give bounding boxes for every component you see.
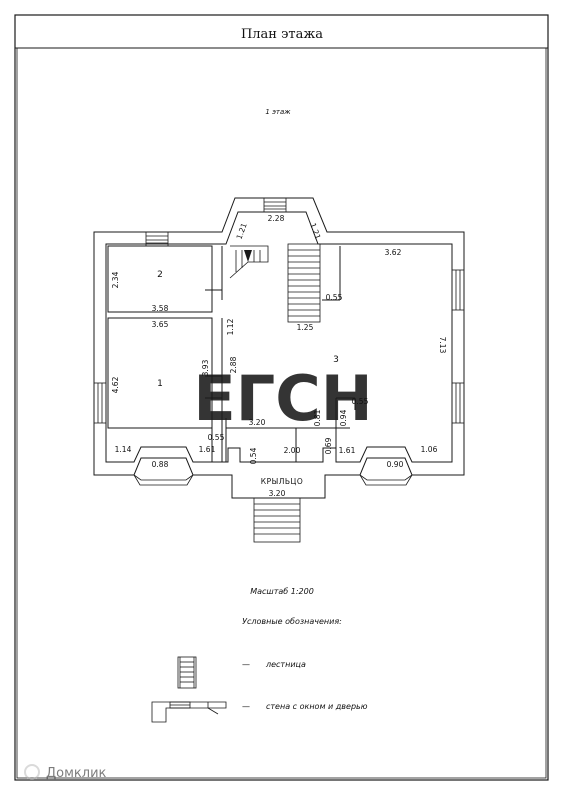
sheet-frame xyxy=(14,14,549,781)
building-plan xyxy=(93,197,465,499)
dimension-label: 3.20 xyxy=(249,418,266,427)
dimension-label: 1.12 xyxy=(226,318,235,335)
dimension-label: 0.55 xyxy=(352,397,369,406)
dimension-label: 0.55 xyxy=(326,293,343,302)
brand-logo-icon xyxy=(24,764,40,780)
room-2-stair xyxy=(145,231,169,247)
dimension-label: 2.28 xyxy=(268,214,285,223)
dimension-label: 0.54 xyxy=(249,447,258,464)
room-number-2: 2 xyxy=(157,270,163,280)
dimension-label: 0.88 xyxy=(152,460,169,469)
legend-heading: Условные обозначения: xyxy=(242,617,342,626)
main-staircase xyxy=(229,243,321,323)
dimension-label: 1.21 xyxy=(308,222,322,241)
stair-symbol-icon xyxy=(177,656,197,689)
dimension-label: 3.65 xyxy=(152,320,169,329)
dimension-label: 2.00 xyxy=(284,446,301,455)
dimension-label: 3.93 xyxy=(201,359,210,376)
corner-brand: Домклик xyxy=(24,764,107,781)
legend-dash: — xyxy=(242,660,250,669)
dimension-labels: 2.28 1.21 1.21 2.34 3.58 3.65 1.12 2.88 … xyxy=(111,214,447,498)
dimension-label: 3.62 xyxy=(385,248,402,257)
legend-text-wall: стена с окном и дверью xyxy=(266,702,368,711)
dimension-label: 1.21 xyxy=(235,222,249,241)
dimension-label: 1.14 xyxy=(115,445,132,454)
windows xyxy=(93,269,465,486)
dimension-label: 7.13 xyxy=(438,337,447,354)
brand-name: Домклик xyxy=(46,766,107,781)
dimension-label: 2.34 xyxy=(111,271,120,288)
dimension-label: 0.69 xyxy=(324,437,333,454)
wall-window-door-icon xyxy=(151,701,227,723)
dimension-label: 0.90 xyxy=(387,460,404,469)
legend-dash: — xyxy=(242,702,250,711)
top-entry-stair xyxy=(263,197,287,213)
dimension-label: 1.06 xyxy=(421,445,438,454)
stair-direction-arrow-icon xyxy=(244,250,252,262)
porch-label: КРЫЛЬЦО xyxy=(261,477,303,486)
legend-text-stair: лестница xyxy=(265,660,306,669)
dimension-label: 1.61 xyxy=(199,445,216,454)
room-number-1: 1 xyxy=(157,379,163,389)
room-number-3: 3 xyxy=(333,355,339,365)
dimension-label: 0.94 xyxy=(339,409,348,426)
scale-label: Масштаб 1:200 xyxy=(250,587,314,596)
dimension-label: 4.62 xyxy=(111,376,120,393)
dimension-label: 0.81 xyxy=(313,409,322,426)
dimension-label: 2.88 xyxy=(229,356,238,373)
dimension-label: 1.61 xyxy=(339,446,356,455)
page-title: План этажа xyxy=(241,27,323,42)
floor-label: 1 этаж xyxy=(265,108,291,116)
dimension-label: 3.58 xyxy=(152,304,169,313)
dimension-label: 1.25 xyxy=(297,323,314,332)
dimension-label: 3.20 xyxy=(269,489,286,498)
dimension-label: 0.55 xyxy=(208,433,225,442)
porch-steps xyxy=(253,497,301,543)
